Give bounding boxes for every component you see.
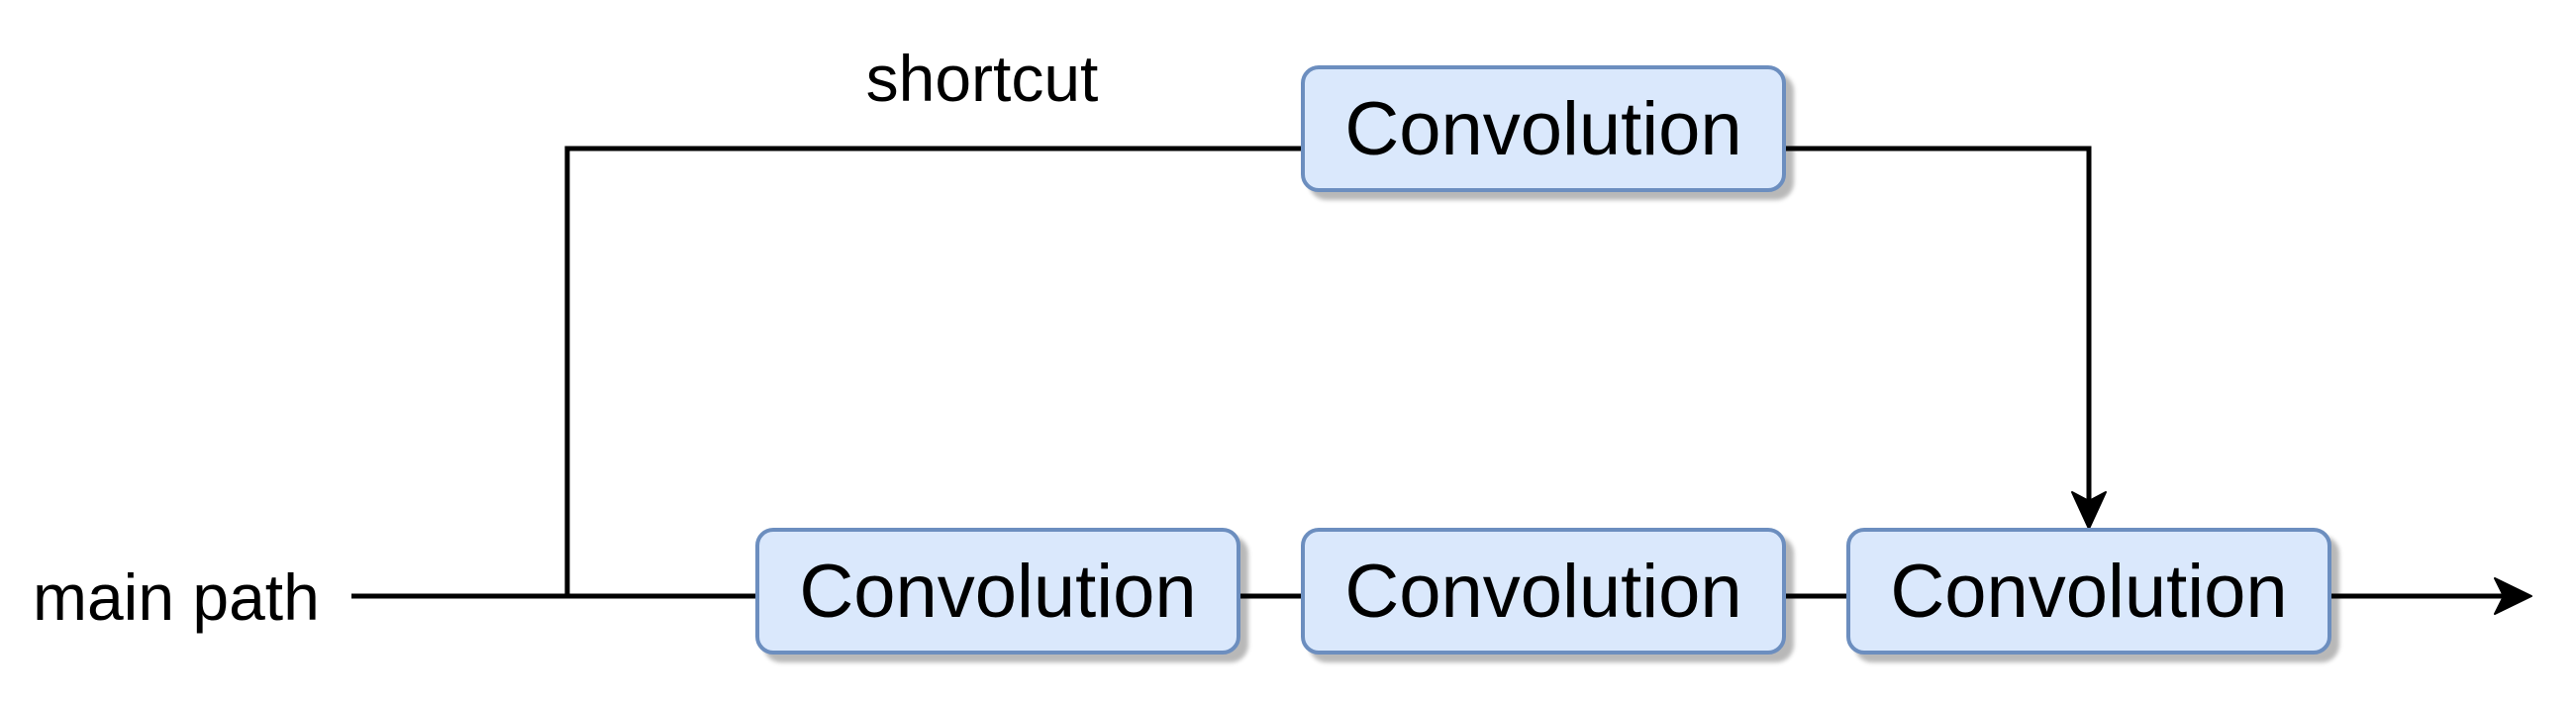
node-convolution-main-3: Convolution [1846,528,2331,655]
node-convolution-shortcut: Convolution [1301,65,1786,192]
node-label: Convolution [799,549,1197,634]
shortcut-branch-line [564,146,1305,596]
node-convolution-main-1: Convolution [755,528,1240,655]
down-arrowhead [2071,491,2107,530]
shortcut-merge-line [1782,146,2092,503]
main-path-label: main path [33,560,320,634]
node-label: Convolution [1344,86,1742,171]
shortcut-label: shortcut [865,42,1099,115]
right-arrowhead [2494,577,2532,615]
node-convolution-main-2: Convolution [1301,528,1786,655]
node-label: Convolution [1344,549,1742,634]
node-label: Convolution [1890,549,2288,634]
